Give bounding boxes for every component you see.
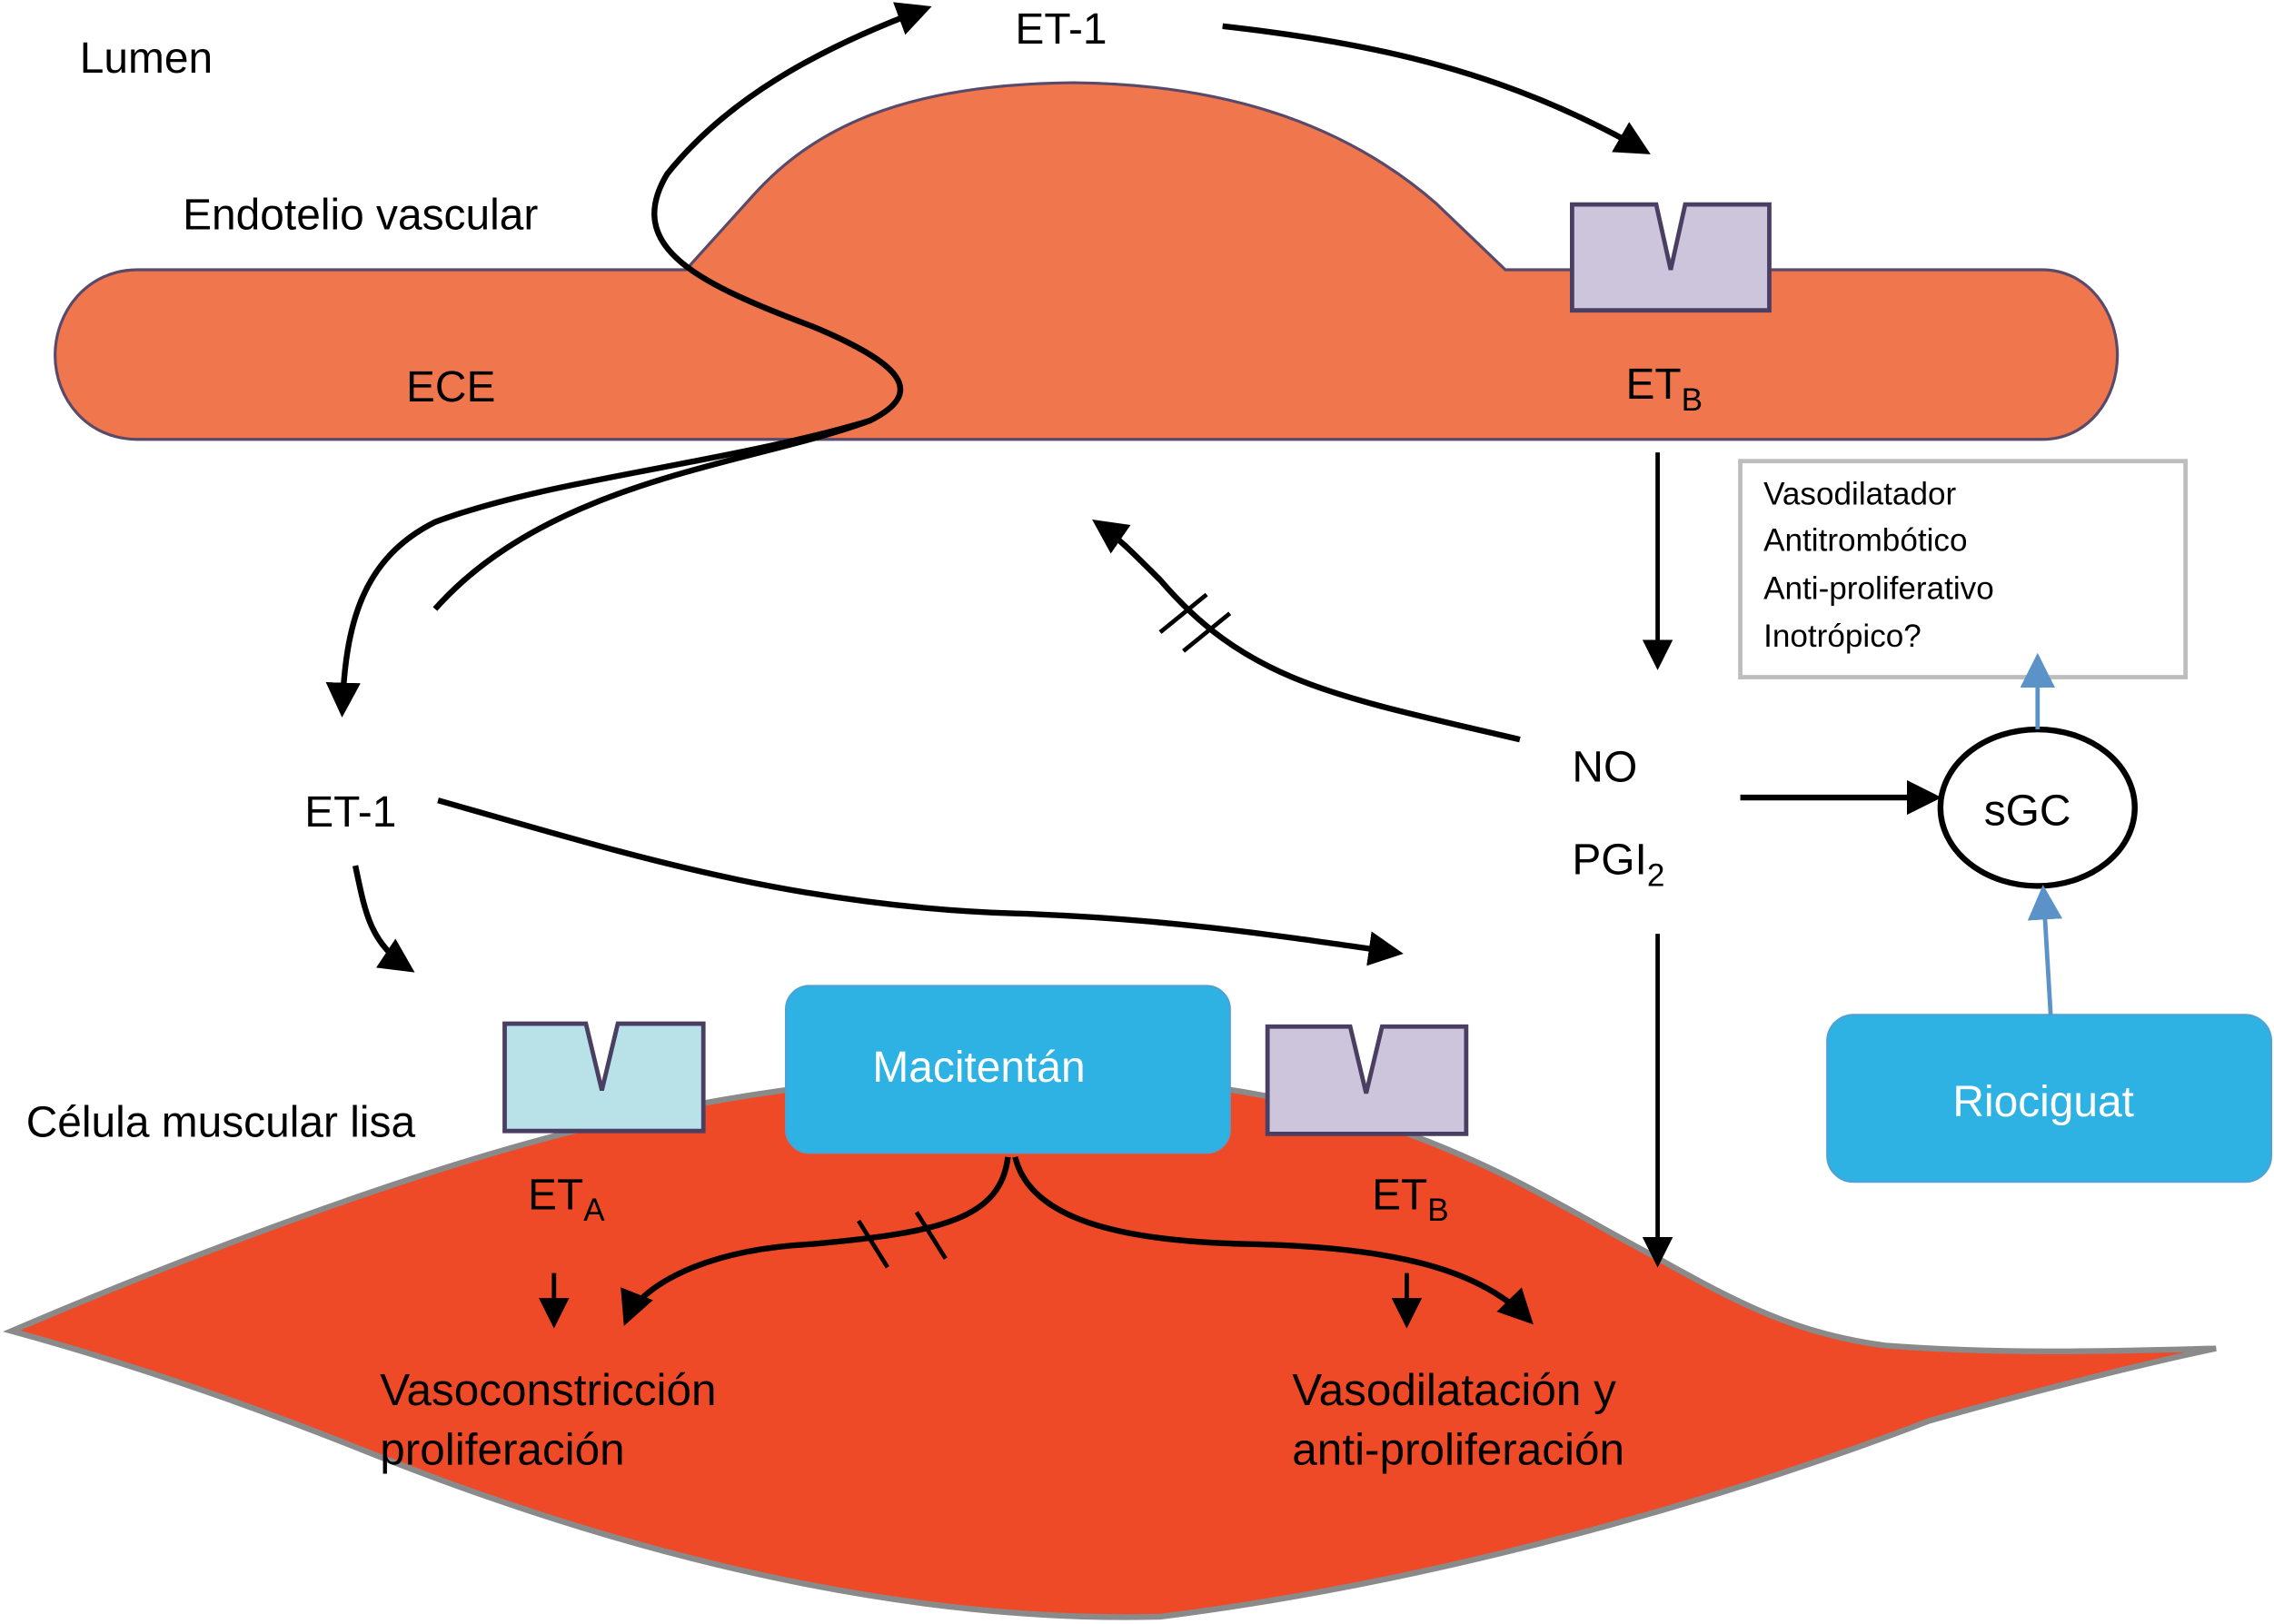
pgi2-main: PGI [1572,837,1646,885]
endothelial-etb-sub: B [1682,382,1703,418]
sgc-label: sGC [1984,787,2071,835]
et1-top-label: ET-1 [1015,5,1107,54]
eta-label: ETA [528,1171,605,1228]
block-mark-1a [1158,592,1208,634]
ece-label: ECE [406,363,495,411]
vasodilation-line1: Vasodilatación y [1292,1365,1616,1415]
endothelial-etb-receptor [1569,202,1772,313]
macitentan-box [784,985,1231,1154]
vasodilation-line2: anti-proliferación [1292,1424,1624,1474]
smooth-muscle-label: Célula muscular lisa [26,1099,416,1147]
arrow-ece-to-et1-middle [325,417,871,718]
endothelial-etb-main: ET [1625,361,1681,409]
vasoconstriction-line2: proliferación [380,1424,624,1474]
arrow-no-feedback-blocked [1092,519,1521,743]
effect-inotropic: Inotrópico? [1763,619,1921,654]
arrow-et1-to-muscle-etb [437,797,1404,966]
lumen-label: Lumen [80,35,213,83]
arrow-ece-to-et1-top [432,2,932,611]
vasoconstriction-line1: Vasoconstricción [380,1365,716,1415]
eta-sub: A [583,1193,605,1228]
effect-antithrombotic: Antitrombótico [1763,523,1967,559]
effect-antiproliferative: Anti-proliferativo [1763,570,1994,606]
endothelial-cell [54,81,2120,441]
block-mark-2b [914,1211,948,1260]
et1-middle-label: ET-1 [304,788,396,837]
effects-box [1738,459,2189,679]
arrow-riociguat-to-sgc [2027,885,2063,1015]
muscle-eta-receptor [502,1021,706,1134]
block-mark-1b [1182,611,1232,653]
muscle-etb-label: ETB [1372,1171,1449,1228]
no-label: NO [1572,743,1637,791]
muscle-etb-main: ET [1372,1171,1427,1219]
muscle-etb-receptor [1265,1024,1469,1136]
arrow-macitentan-to-vasoconstriction [621,1156,1011,1326]
muscle-etb-sub: B [1427,1193,1448,1228]
arrow-et1-to-endothelial-etb [1222,23,1651,154]
endothelium-label: Endotelio vascular [183,191,538,239]
riociguat-label: Riociguat [1952,1078,2134,1126]
endothelial-etb-label: ETB [1625,361,1703,418]
block-mark-2a [856,1219,889,1269]
arrow-et1-to-eta [352,865,415,973]
macitentan-label: Macitentán [872,1044,1085,1092]
eta-main: ET [528,1171,583,1219]
effect-vasodilator: Vasodilatador [1763,477,1956,512]
pgi2-sub: 2 [1647,857,1665,893]
pgi2-label: PGI2 [1572,837,1664,894]
arrow-macitentan-to-vasodilation [1012,1156,1534,1325]
